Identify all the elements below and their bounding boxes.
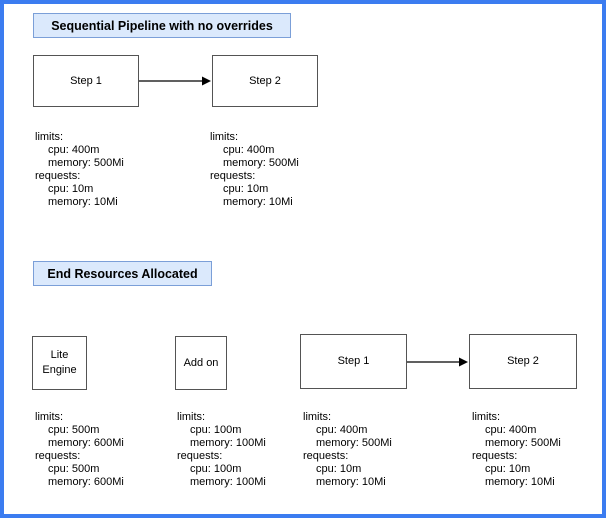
arrow-step1-to-step2-top [139,73,212,94]
node-label: Step 1 [70,74,102,87]
resource-line: requests: [210,170,256,182]
right-arrow-icon [139,76,211,86]
resource-line: memory: 10Mi [316,476,386,488]
resource-line: memory: 500Mi [316,437,392,449]
node-add-on: Add on [175,336,227,390]
resource-line: cpu: 100m [190,424,242,436]
node-label: Add on [183,356,219,369]
resource-line: memory: 500Mi [223,157,299,169]
resource-block-add-on: limits: cpu: 100m memory: 100Mi requests… [177,411,266,489]
resource-line: requests: [177,450,223,462]
section-title-end-resources: End Resources Allocated [33,261,212,286]
node-lite-engine: Lite Engine [32,336,87,390]
resource-line: cpu: 500m [48,424,100,436]
resource-block-step1-top: limits: cpu: 400m memory: 500Mi requests… [35,131,124,209]
resource-line: memory: 500Mi [485,437,561,449]
node-step2-bottom: Step 2 [469,334,577,389]
resource-line: limits: [177,411,206,423]
node-label: Step 2 [507,355,539,367]
resource-line: cpu: 400m [316,424,368,436]
arrow-step1-to-step2-bottom [407,354,469,375]
resource-line: cpu: 400m [485,424,537,436]
node-step1-top: Step 1 [33,55,139,107]
node-step2-top: Step 2 [212,55,318,107]
resource-line: limits: [472,411,501,423]
resource-line: cpu: 500m [48,463,100,475]
resource-line: cpu: 400m [48,144,100,156]
resource-line: cpu: 10m [48,183,94,195]
resource-line: requests: [472,450,518,462]
resource-line: requests: [35,170,81,182]
section-title-label: End Resources Allocated [47,266,198,281]
resource-line: memory: 600Mi [48,476,124,488]
node-label: Lite Engine [42,349,77,376]
resource-line: limits: [303,411,332,423]
node-label: Step 1 [337,355,370,367]
resource-line: memory: 600Mi [48,437,124,449]
resource-line: memory: 100Mi [190,476,266,488]
resource-line: limits: [35,131,64,143]
resource-line: memory: 10Mi [48,196,118,208]
resource-line: requests: [35,450,81,462]
resource-line: memory: 10Mi [485,476,555,488]
resource-line: memory: 10Mi [223,196,293,208]
resource-block-lite-engine: limits: cpu: 500m memory: 600Mi requests… [35,411,124,489]
section-title-sequential-pipeline: Sequential Pipeline with no overrides [33,13,291,38]
resource-line: limits: [35,411,64,423]
resource-line: memory: 500Mi [48,157,124,169]
resource-line: memory: 100Mi [190,437,266,449]
section-title-label: Sequential Pipeline with no overrides [51,18,273,33]
resource-line: cpu: 10m [316,463,362,475]
resource-line: cpu: 10m [223,183,269,195]
resource-line: requests: [303,450,349,462]
right-arrow-icon [407,357,468,367]
resource-line: limits: [210,131,239,143]
resource-block-step1-bottom: limits: cpu: 400m memory: 500Mi requests… [303,411,392,489]
resource-block-step2-top: limits: cpu: 400m memory: 500Mi requests… [210,131,299,209]
resource-line: cpu: 100m [190,463,242,475]
resource-line: cpu: 10m [485,463,531,475]
node-step1-bottom: Step 1 [300,334,407,389]
resource-line: cpu: 400m [223,144,275,156]
resource-block-step2-bottom: limits: cpu: 400m memory: 500Mi requests… [472,411,561,489]
node-label: Step 2 [249,74,281,87]
